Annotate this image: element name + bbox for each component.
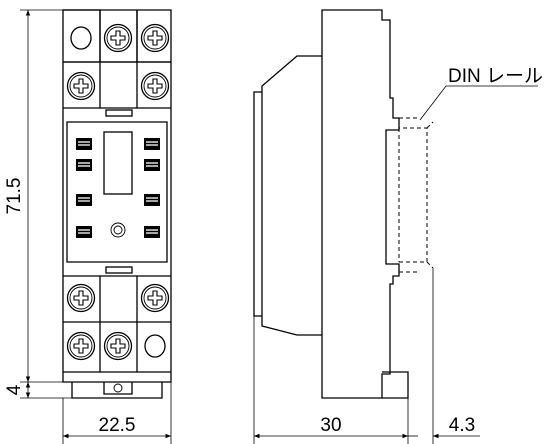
din-rail-outline <box>398 117 434 273</box>
mounting-hole-top <box>70 26 92 50</box>
dim-bottom-offset: 4 <box>4 384 25 395</box>
dim-side-depth: 30 <box>320 415 341 436</box>
side-view <box>253 9 434 399</box>
front-view <box>62 9 172 399</box>
dim-rail-depth: 4.3 <box>449 415 475 436</box>
din-rail-label: DIN レール <box>448 66 543 87</box>
dimension-lines <box>20 9 538 444</box>
dim-front-width: 22.5 <box>99 415 136 436</box>
dim-height-total: 71.5 <box>4 178 25 215</box>
mounting-hole-bottom <box>144 334 166 358</box>
